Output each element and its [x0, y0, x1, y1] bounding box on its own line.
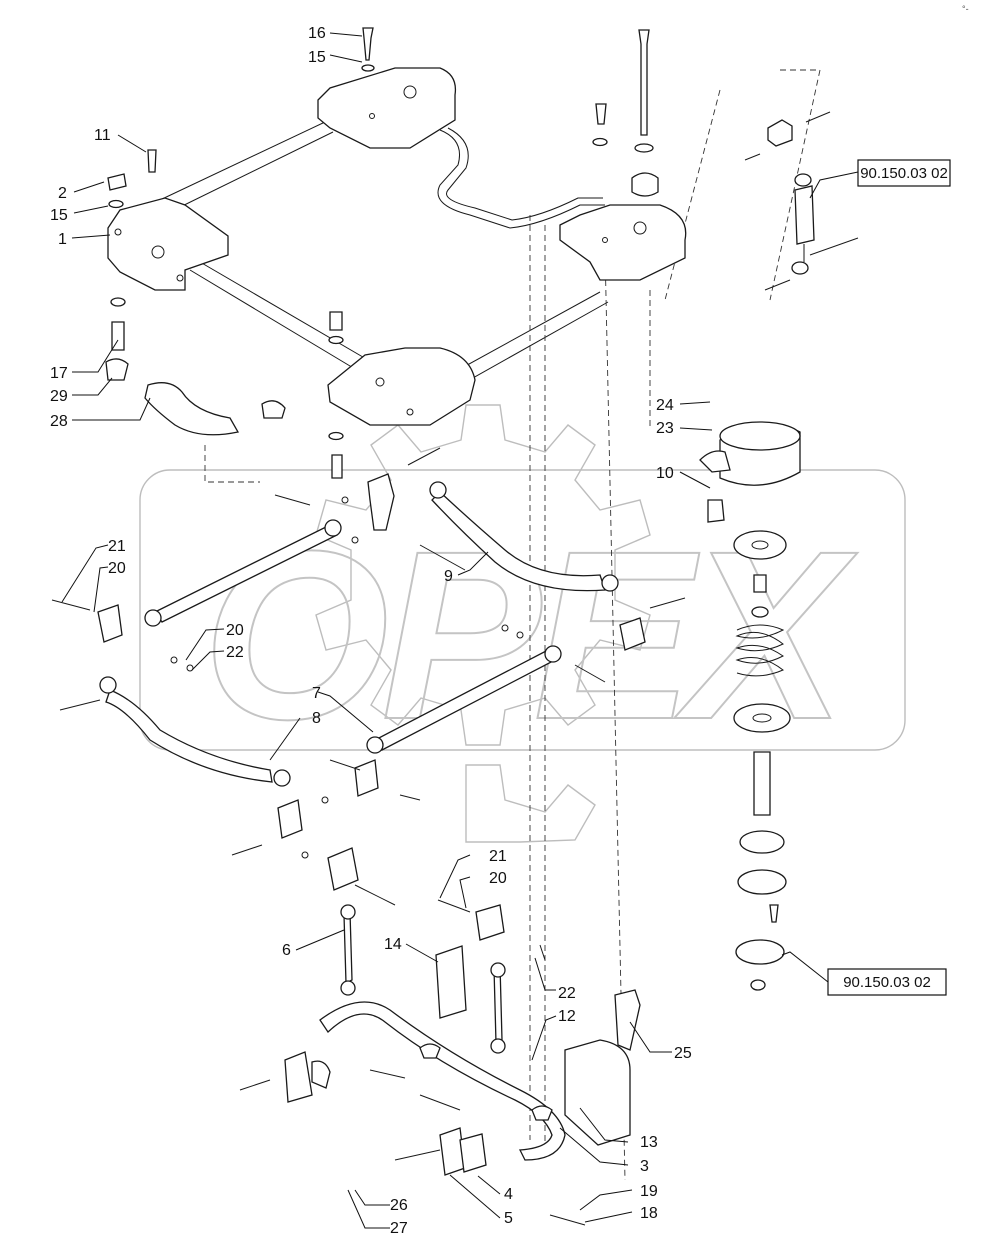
callout-22-lower: 22	[558, 985, 576, 1002]
corner-mark: °-	[962, 4, 969, 14]
callout-29: 29	[50, 388, 68, 405]
callout-20-lower: 20	[489, 870, 507, 887]
callout-7: 7	[312, 685, 321, 702]
callout-20-upper: 20	[108, 560, 126, 577]
callout-23: 23	[656, 420, 674, 437]
callout-2: 2	[58, 185, 67, 202]
suspension-frame	[107, 67, 821, 1181]
fasteners	[51, 447, 686, 961]
callout-25: 25	[674, 1045, 692, 1062]
spring-stack	[699, 421, 801, 991]
callout-21-upper: 21	[108, 538, 126, 555]
callout-27: 27	[390, 1220, 408, 1237]
callout-14: 14	[384, 936, 402, 953]
callout-9: 9	[444, 568, 453, 585]
callout-15-top: 15	[308, 49, 326, 66]
leader-lines	[61, 32, 859, 1229]
reference-box-lower[interactable]: 90.150.03 02	[827, 968, 947, 996]
callout-8: 8	[312, 710, 321, 727]
callout-22-mid: 22	[226, 644, 244, 661]
callout-28: 28	[50, 413, 68, 430]
lower-assembly	[239, 847, 641, 1226]
callout-12: 12	[558, 1008, 576, 1025]
callout-3: 3	[640, 1158, 649, 1175]
callout-21-lower: 21	[489, 848, 507, 865]
callout-15-left: 15	[50, 207, 68, 224]
reference-box-upper[interactable]: 90.150.03 02	[857, 159, 951, 187]
callout-16: 16	[308, 25, 326, 42]
callout-labels: 16 15 11 2 15 1 17 29 28 24 23 10 21 20 …	[50, 25, 692, 1237]
callout-10: 10	[656, 465, 674, 482]
callout-19: 19	[640, 1183, 658, 1200]
callout-24: 24	[656, 397, 674, 414]
callout-18: 18	[640, 1205, 658, 1222]
shock-absorber	[744, 111, 859, 291]
callout-20-mid: 20	[226, 622, 244, 639]
callout-6: 6	[282, 942, 291, 959]
reference-label-lower: 90.150.03 02	[843, 974, 931, 991]
reference-label-upper: 90.150.03 02	[860, 165, 948, 182]
callout-26: 26	[390, 1197, 408, 1214]
callout-1: 1	[58, 231, 67, 248]
hose-assembly	[105, 358, 286, 483]
callout-17: 17	[50, 365, 68, 382]
frame-hardware	[107, 27, 659, 479]
linkage-rods	[97, 473, 646, 839]
watermark-gear	[315, 404, 651, 843]
callout-4: 4	[504, 1186, 513, 1203]
callout-11: 11	[94, 127, 111, 144]
callout-5: 5	[504, 1210, 513, 1227]
callout-13: 13	[640, 1134, 658, 1151]
